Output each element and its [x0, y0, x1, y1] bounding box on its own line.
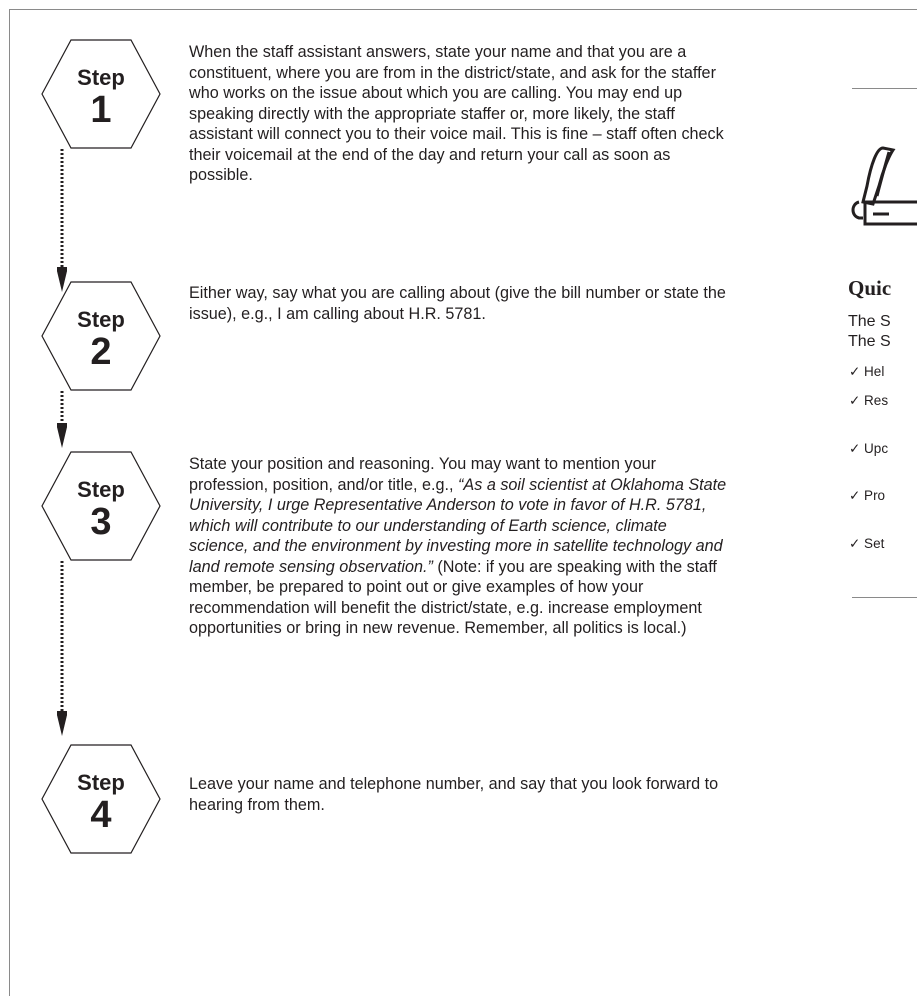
- step-2-label: Step: [77, 307, 125, 332]
- sidebar-title: Quic: [848, 276, 892, 300]
- step-3-text: State your position and reasoning. You m…: [189, 454, 729, 639]
- sidebar-check-item: ✓ Upc: [849, 441, 889, 456]
- step-4-text: Leave your name and telephone number, an…: [189, 775, 719, 814]
- hexagon-shape: [41, 281, 161, 391]
- step-1-connector-arrow: [57, 149, 67, 293]
- sidebar-bottom-rule: [852, 597, 917, 598]
- sidebar-check-item: ✓ Hel: [849, 364, 885, 379]
- hexagon-shape: [41, 744, 161, 854]
- step-2-number: 2: [90, 331, 112, 373]
- step-3-text-intro: State your position and reasoning. You m…: [189, 455, 657, 494]
- step-4-badge: Step 4: [41, 744, 161, 854]
- sidebar-intro-line: The S: [848, 313, 891, 330]
- step-3-badge: Step 3: [41, 451, 161, 561]
- step-4-label: Step: [77, 770, 125, 795]
- sidebar-top-rule: [852, 88, 917, 89]
- step-1-badge: Step 1: [41, 39, 161, 149]
- step-1-number: 1: [90, 89, 112, 131]
- step-1-text: When the staff assistant answers, state …: [189, 43, 724, 184]
- step-3-example-quote: “As a soil scientist at Oklahoma State U…: [189, 475, 727, 576]
- sidebar-check-item: ✓ Res: [849, 393, 889, 408]
- step-3-text-note: (Note: if you are speaking with the staf…: [189, 557, 717, 638]
- sidebar-intro-line: The S: [848, 333, 891, 350]
- hexagon-shape: [41, 39, 161, 149]
- step-2-text: Either way, say what you are calling abo…: [189, 284, 726, 323]
- sidebar-check-item: ✓ Pro: [849, 488, 886, 503]
- step-1-label: Step: [77, 65, 125, 90]
- step-3-label: Step: [77, 477, 125, 502]
- step-3-number: 3: [90, 501, 112, 543]
- sidebar-intro: The S The S: [848, 312, 891, 352]
- hexagon-shape: [41, 451, 161, 561]
- step-3-connector-arrow: [57, 561, 67, 737]
- step-4-number: 4: [90, 794, 112, 836]
- phone-icon: [849, 146, 917, 231]
- step-2-connector-arrow: [57, 391, 67, 449]
- page-frame: [9, 9, 917, 996]
- step-2-badge: Step 2: [41, 281, 161, 391]
- sidebar-check-item: ✓ Set: [849, 536, 885, 551]
